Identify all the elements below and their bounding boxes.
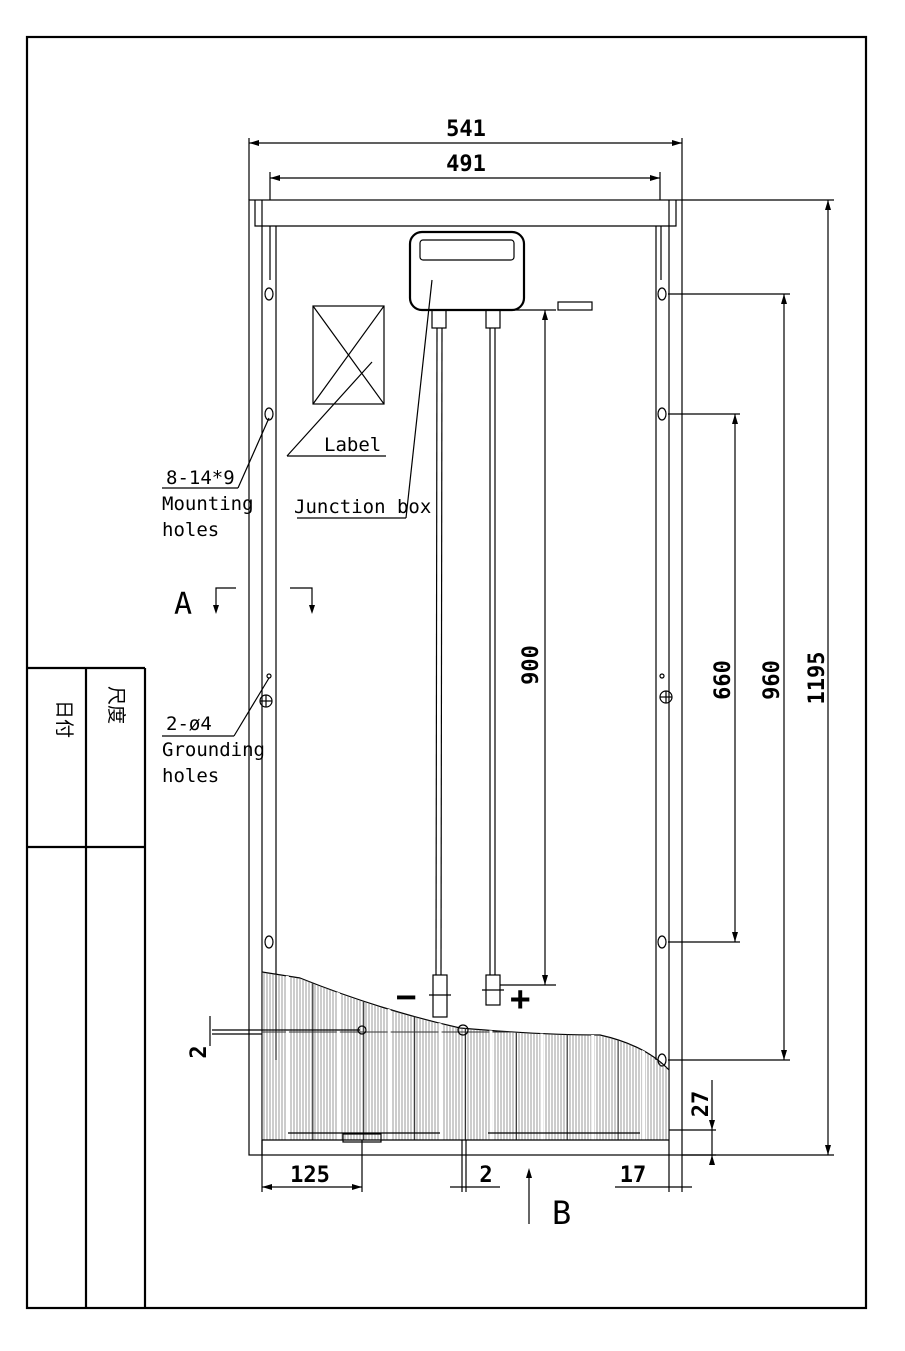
dim-cell-width: 125 xyxy=(290,1163,330,1188)
dim-edge-to-cell: 17 xyxy=(620,1163,647,1188)
dim-bottom-margin: 27 xyxy=(689,1091,714,1118)
label-text: Label xyxy=(324,434,381,456)
dim-string-gap: 2 xyxy=(479,1163,492,1188)
mounting-holes xyxy=(264,287,667,1067)
dim-cable-length: 900 xyxy=(519,645,544,685)
dim-hole-outer: 960 xyxy=(760,660,785,700)
title-block-scale: 尺度 xyxy=(105,686,127,724)
section-a-label: A xyxy=(174,587,192,622)
positive-sign: + xyxy=(510,979,530,1019)
section-a-marker: A xyxy=(174,587,315,622)
dim-overall-width: 541 xyxy=(446,117,486,142)
dim-hole-inner: 660 xyxy=(711,660,736,700)
grounding-line1: Grounding xyxy=(162,739,265,761)
cables: − + xyxy=(396,327,530,1019)
junction-box: Junction box xyxy=(294,230,526,519)
panel-frame xyxy=(248,199,683,1156)
grounding-callout: 2-ø4 Grounding holes xyxy=(162,677,270,787)
cell-gap-left: 2 xyxy=(187,1016,360,1059)
top-dimensions: 541 491 xyxy=(248,117,683,200)
title-block: 日付 尺度 xyxy=(27,666,147,1308)
mounting-callout: 8-14*9 Mounting holes xyxy=(162,417,270,541)
dim-inner-width: 491 xyxy=(446,152,486,177)
drawing-border xyxy=(25,35,868,1310)
mounting-spec: 8-14*9 xyxy=(166,467,235,489)
mounting-line2: holes xyxy=(162,519,219,541)
grounding-line2: holes xyxy=(162,765,219,787)
junction-box-text: Junction box xyxy=(294,496,431,518)
title-block-date: 日付 xyxy=(53,700,75,738)
right-dimensions: 660 960 1195 27 xyxy=(668,199,834,1165)
dim-cell-gap-vertical: 2 xyxy=(187,1045,212,1058)
negative-sign: − xyxy=(396,977,416,1017)
top-minus-indicator xyxy=(557,301,593,311)
negative-connector xyxy=(432,974,448,1018)
grounding-holes xyxy=(259,673,673,708)
bottom-dimensions: 125 2 17 xyxy=(261,1140,692,1192)
dim-overall-height: 1195 xyxy=(805,652,830,705)
solar-cells xyxy=(261,971,670,1143)
view-b-marker: B xyxy=(526,1168,571,1232)
label-box: Label xyxy=(286,305,386,457)
dim-cable-length-group: 900 xyxy=(500,309,556,986)
grounding-spec: 2-ø4 xyxy=(166,713,212,735)
mounting-line1: Mounting xyxy=(162,493,254,515)
view-b-label: B xyxy=(552,1194,571,1232)
